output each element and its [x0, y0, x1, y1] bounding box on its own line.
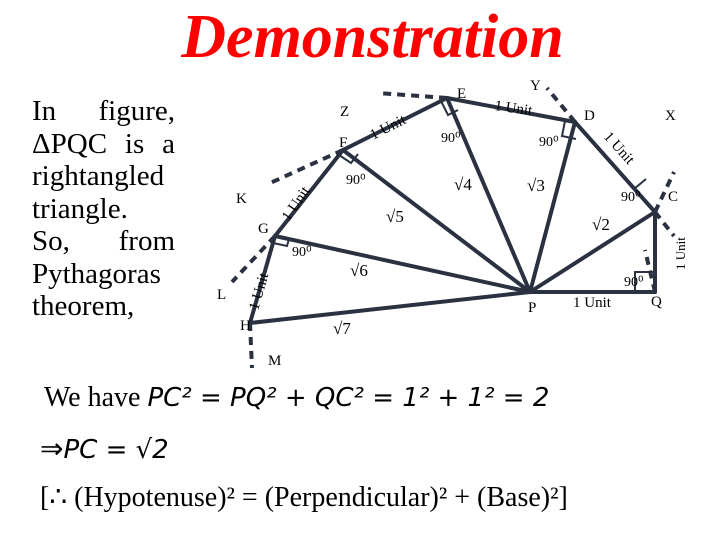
dashed-cx: [653, 171, 676, 213]
point-label-p: P: [528, 300, 536, 316]
hypotenuse-pc: [528, 210, 657, 294]
dashed-ez: [377, 91, 448, 100]
point-label-x: X: [665, 108, 676, 124]
segment-gh: [248, 234, 277, 325]
point-label-q: Q: [651, 294, 662, 310]
intro-line: ΔPQC is a: [32, 127, 175, 160]
intro-line: Pythagoras: [32, 257, 161, 290]
equation-line-1: We have PC² = PQ² + QC² = 1² + 1² = 2: [44, 384, 549, 412]
intro-line: theorem,: [32, 290, 135, 322]
intro-line: triangle.: [32, 192, 128, 225]
angle-label: 90⁰: [346, 173, 366, 188]
root-label-pe: √4: [454, 175, 472, 194]
hypotenuse-pd: [528, 120, 577, 294]
segment-fg: [273, 148, 345, 238]
right-angle-marker: [338, 153, 359, 165]
angle-label: 90⁰: [539, 135, 559, 150]
dashed-c-tick: [653, 210, 676, 238]
hypotenuse-pe: [445, 96, 532, 294]
intro-line: rightangled: [32, 160, 165, 192]
angle-label: 90⁰: [621, 190, 641, 205]
root-label-pf: √5: [386, 207, 404, 226]
point-label-y: Y: [530, 78, 541, 94]
root-label-pd: √3: [527, 176, 545, 195]
equation-line-2: ⇒PC = √2: [40, 436, 169, 464]
root-label-ph: √7: [333, 319, 351, 338]
point-label-z: Z: [340, 104, 349, 120]
hypotenuse-ph: [248, 290, 532, 325]
point-label-l: L: [217, 287, 226, 303]
right-angle-marker: [632, 178, 647, 203]
unit-label-kg: 1 Unit: [279, 183, 314, 224]
point-label-m: M: [268, 353, 281, 369]
equation-lead: We have: [44, 382, 148, 413]
equation-line-3: [∴ (Hypotenuse)² = (Perpendicular)² + (B…: [40, 482, 568, 513]
hypotenuse-pf: [341, 148, 532, 294]
unit-label-dc: 1 Unit: [600, 129, 638, 169]
right-angle-marker: [440, 100, 459, 117]
segment-de: [445, 96, 577, 124]
dashed-gl: [230, 234, 277, 284]
hypotenuse-pg: [273, 234, 532, 294]
root-label-pc: √2: [592, 215, 610, 234]
point-label-e: E: [457, 86, 466, 102]
right-angle-marker: [634, 271, 655, 292]
intro-paragraph: In figure, ΔPQC is a rightangled triangl…: [32, 95, 175, 323]
point-label-d: D: [584, 108, 595, 124]
unit-label-ey: 1 Unit: [493, 98, 534, 119]
point-label-g: G: [258, 221, 269, 237]
unit-label-gh: 1 Unit: [246, 270, 272, 312]
right-angle-marker: [560, 120, 577, 140]
equation-math: PC = √2: [63, 435, 169, 465]
intro-line: So, from: [32, 225, 175, 257]
angle-label: 90⁰: [292, 245, 312, 260]
point-label-h: H: [240, 318, 251, 334]
unit-label-pq: 1 Unit: [573, 295, 612, 311]
implies-symbol: ⇒: [40, 434, 64, 465]
segment-ef: [341, 96, 449, 152]
unit-label-ef: 1 Unit: [368, 112, 410, 144]
point-label-f: F: [339, 135, 347, 151]
intro-line: In figure,: [32, 95, 175, 127]
root-label-pg: √6: [350, 261, 368, 280]
right-angle-marker: [272, 238, 290, 248]
dashed-dy: [545, 86, 577, 124]
page-title: Demonstration: [181, 3, 564, 71]
point-label-c: C: [668, 189, 678, 205]
unit-label-qc: 1 Unit: [673, 237, 688, 270]
angle-label: 90⁰: [441, 131, 461, 146]
dashed-hm: [248, 322, 254, 369]
equation-math: PC² = PQ² + QC² = 1² + 1² = 2: [147, 383, 550, 413]
angle-label: 90⁰: [624, 275, 644, 290]
point-label-k: K: [236, 191, 247, 207]
